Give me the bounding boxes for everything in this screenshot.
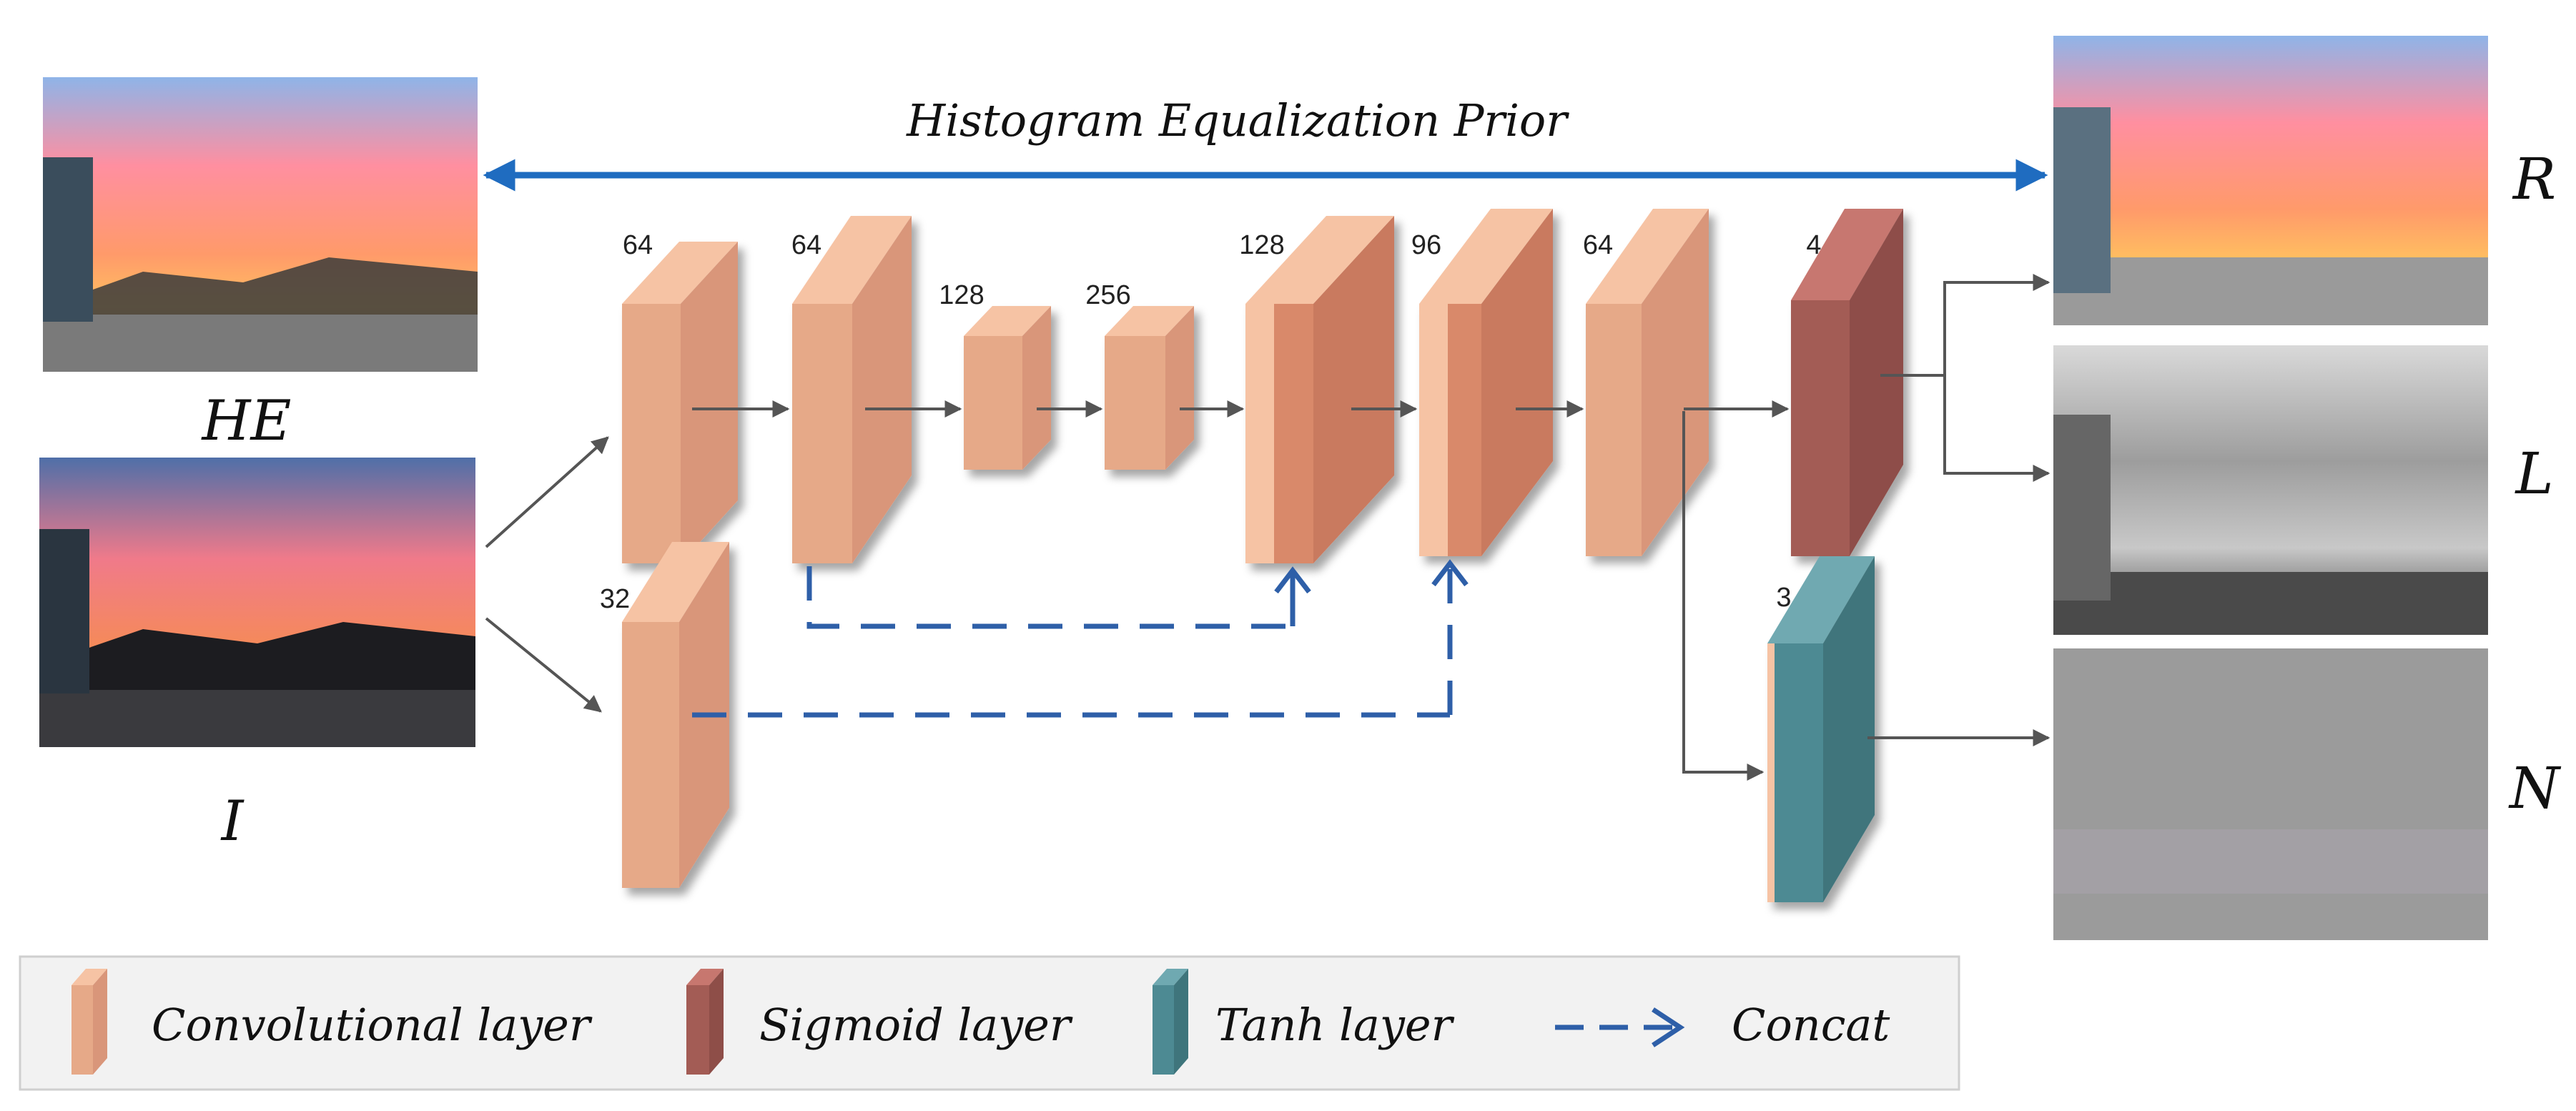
he-image [43,77,478,372]
prior-label: Histogram Equalization Prior [906,94,1569,147]
legend-conv-label: Convolutional layer [152,999,593,1051]
layer-2-channels: 64 [791,230,821,260]
legend-concat-label: Concat [1732,999,1890,1051]
layer-concat-96 [1419,209,1553,556]
layer-8-channels: 4 [1806,230,1821,260]
l-label: L [2514,440,2553,507]
layer-concat-128 [1245,216,1394,563]
l-image [2053,345,2488,635]
r-image [2053,36,2488,325]
arrow-7-10 [1682,411,1765,781]
layer-1-channels: 64 [623,230,653,260]
legend-concat-swatch [1555,1007,1685,1047]
legend-tanh-swatch [1153,969,1188,1075]
n-image [2053,648,2488,940]
legend: Convolutional layer Sigmoid layer Tanh l… [19,955,1960,1091]
layer-5-channels: 128 [1239,230,1284,260]
input-image [39,458,475,747]
layer-conv-64-b [792,216,912,563]
layer-9-channels: 32 [600,584,630,614]
legend-tanh-label: Tanh layer [1215,999,1455,1051]
he-label: HE [201,389,292,453]
layer-4-channels: 256 [1085,280,1130,310]
i-label: I [220,789,245,854]
layer-conv-64-c [1586,209,1709,556]
r-label: R [2512,146,2556,212]
legend-conv-swatch [71,969,107,1075]
layer-conv-256 [1105,306,1194,470]
layer-10-channels: 3 [1776,583,1791,613]
layer-conv-64-a [622,242,738,563]
layer-3-channels: 128 [939,280,984,310]
n-label: N [2508,755,2562,821]
arrow-to-r [1880,274,2051,377]
concat-arrow-9-6 [692,559,1469,718]
legend-sigmoid-swatch [686,969,724,1075]
input-arrow-bottom [485,617,602,713]
concat-arrow-2-5 [806,566,1311,629]
layer-conv-128 [964,306,1051,470]
layer-6-channels: 96 [1411,230,1441,260]
layer-7-channels: 64 [1583,230,1613,260]
layer-tanh-3 [1767,556,1875,902]
legend-sigmoid-label: Sigmoid layer [759,999,1073,1051]
arrow-to-l [1943,375,2051,482]
layer-sigmoid-4 [1791,209,1903,556]
input-arrow-top [485,436,609,548]
